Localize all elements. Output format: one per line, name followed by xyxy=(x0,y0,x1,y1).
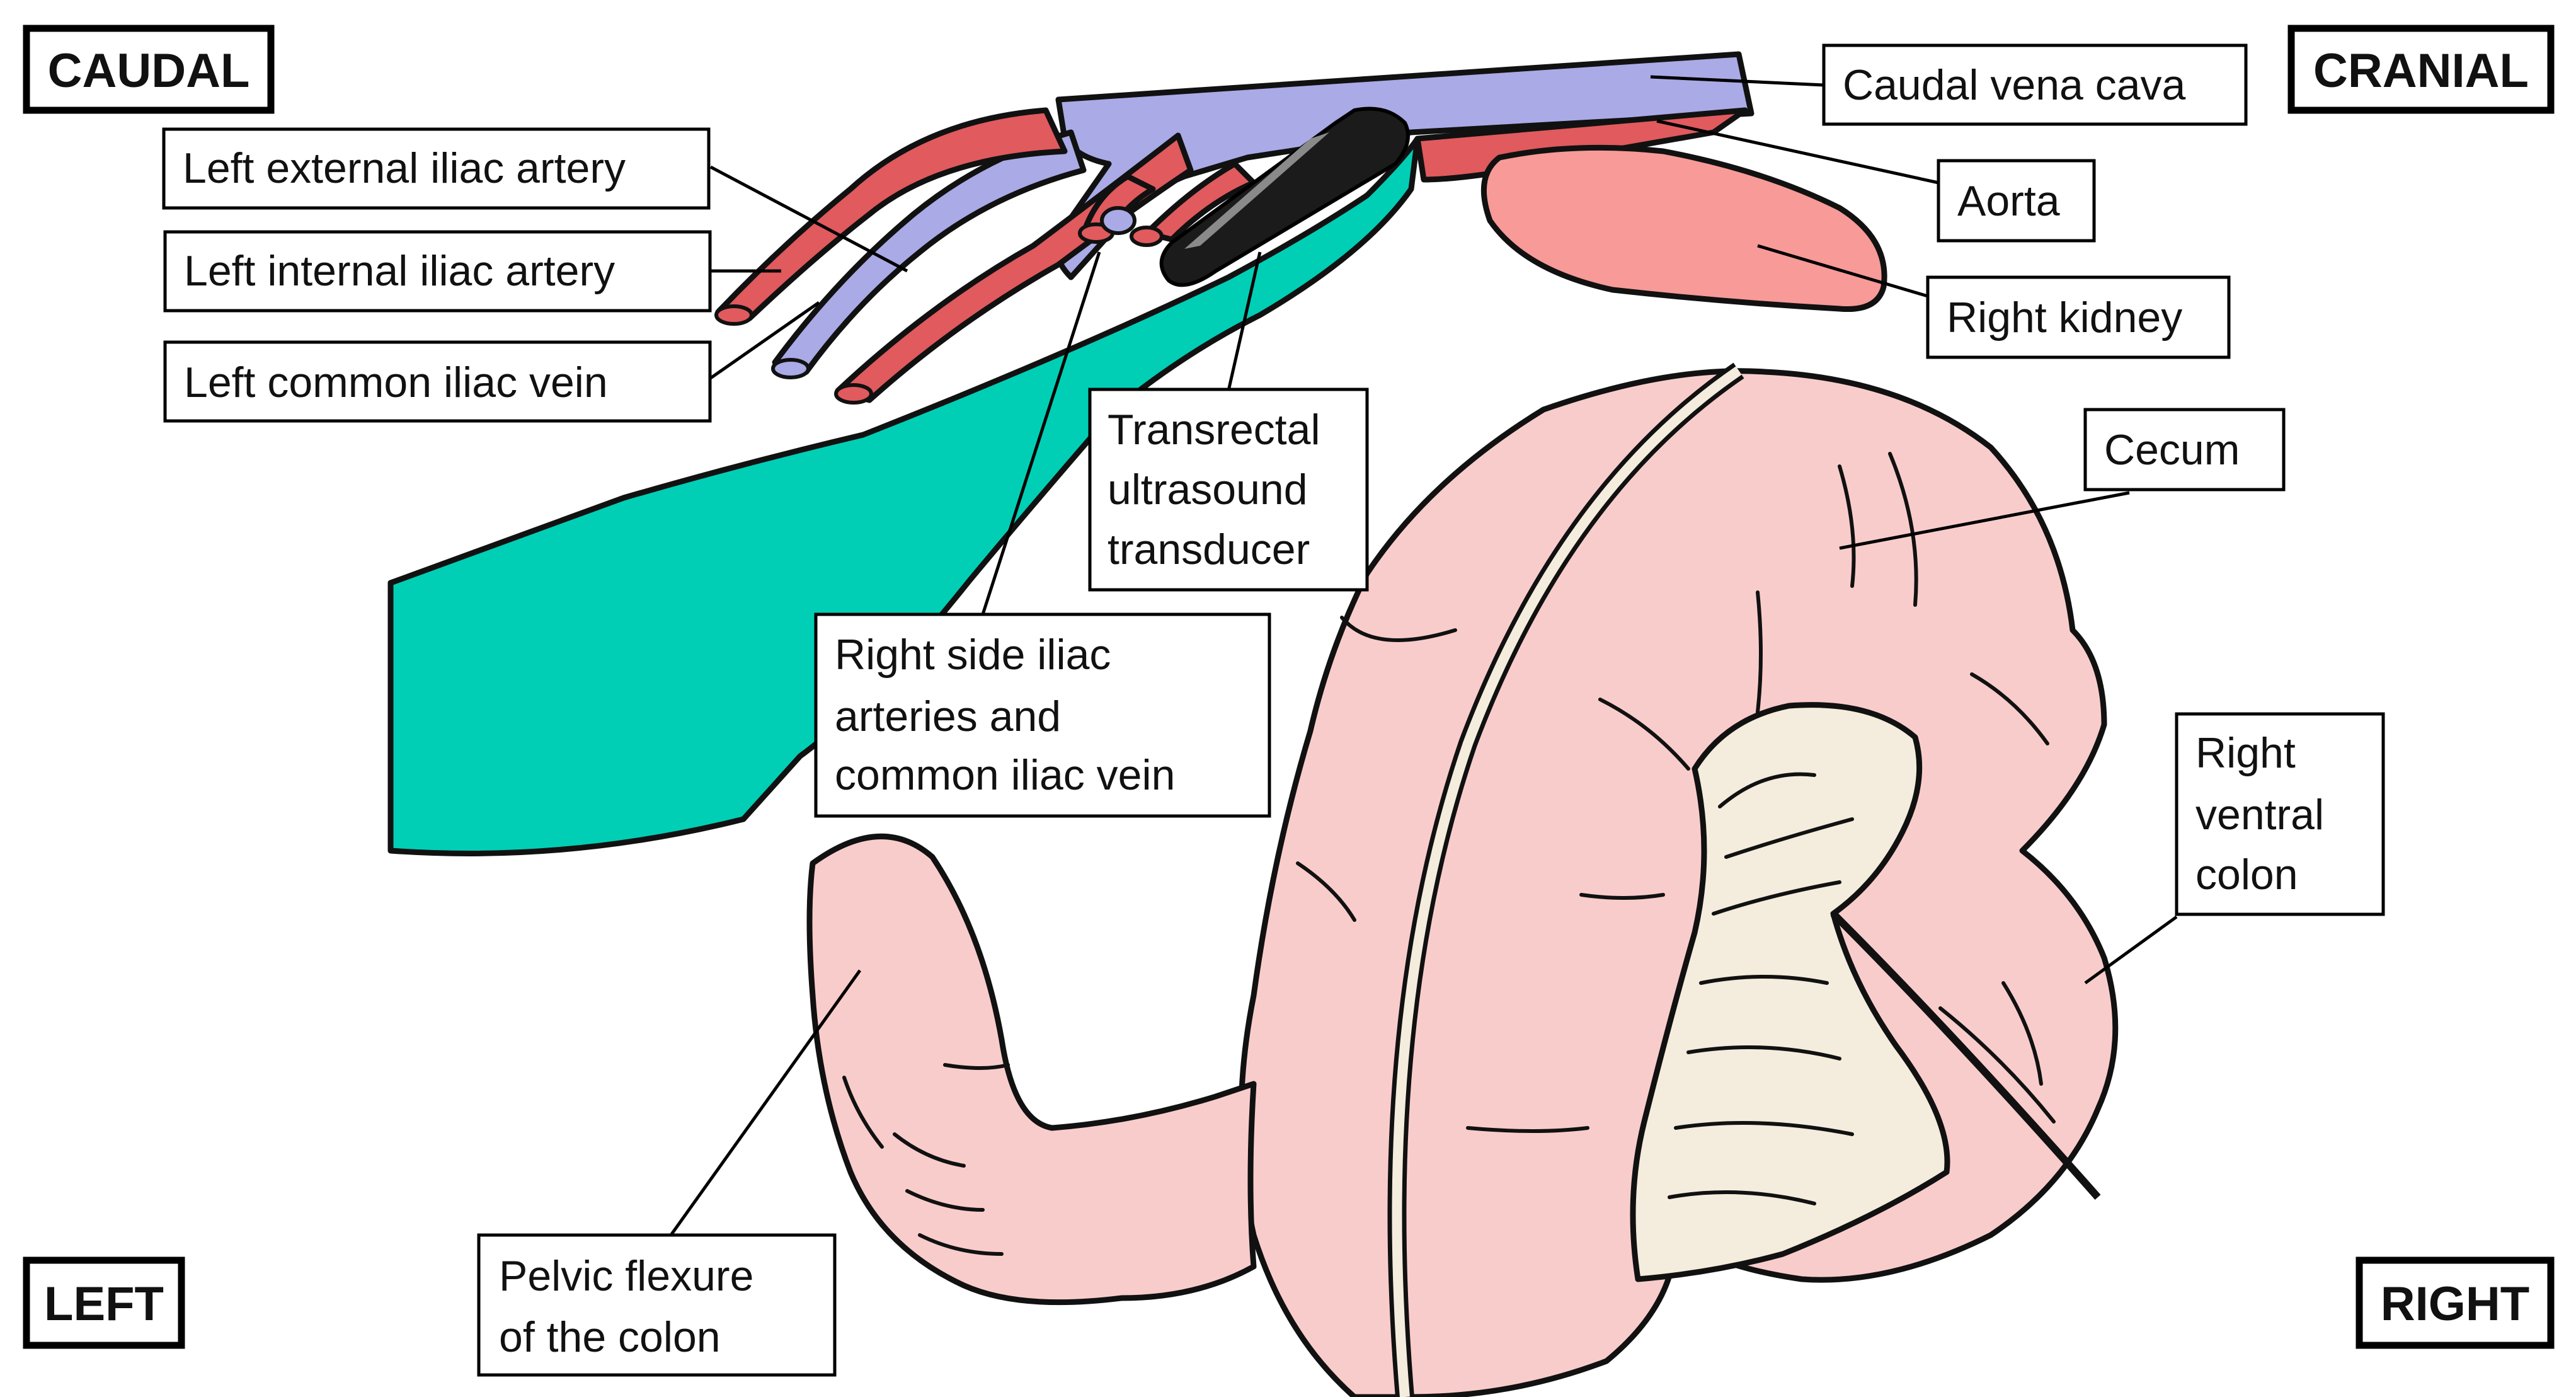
fold-line xyxy=(1724,817,1854,859)
direction-right-text: RIGHT xyxy=(2381,1277,2529,1331)
vessel-lumen xyxy=(834,383,873,405)
direction-right: RIGHT xyxy=(2356,1256,2555,1349)
right-kidney xyxy=(1480,144,1887,313)
direction-left: LEFT xyxy=(23,1256,185,1349)
fold-line xyxy=(1712,880,1841,916)
label-pelvic-flexure: Pelvic flexure of the colon xyxy=(477,1233,837,1377)
label-left-common-iliac-vein-text: Left common iliac vein xyxy=(184,359,608,406)
label-right-side-iliac-line-2: arteries and xyxy=(835,693,1061,740)
leader-line xyxy=(709,301,820,380)
fold-line xyxy=(2001,981,2043,1086)
fold-line xyxy=(842,1076,884,1149)
label-aorta-text: Aorta xyxy=(1957,177,2060,225)
fold-line xyxy=(1579,893,1665,900)
fold-line xyxy=(918,1233,1004,1256)
fold-line xyxy=(1970,672,2049,745)
label-left-external-iliac-artery-text: Left external iliac artery xyxy=(183,144,626,192)
leader-line xyxy=(1839,491,2130,550)
leader-line xyxy=(1227,251,1262,391)
fold-line xyxy=(1686,1045,1841,1061)
label-transrectal-ultrasound-transducer: Transrectal ultrasound transducer xyxy=(1088,388,1369,592)
label-right-kidney: Right kidney xyxy=(1926,275,2231,359)
direction-caudal: CAUDAL xyxy=(23,25,275,114)
fold-line xyxy=(905,1189,985,1212)
label-left-internal-iliac-artery-text: Left internal iliac artery xyxy=(184,247,615,295)
leader-line xyxy=(1650,75,1824,87)
label-left-common-iliac-vein: Left common iliac vein xyxy=(163,340,712,423)
vessel-lumen xyxy=(714,304,753,326)
fold-line xyxy=(1756,590,1763,714)
fold-line xyxy=(1668,1190,1816,1205)
label-cecum-text: Cecum xyxy=(2104,426,2240,474)
label-transducer-line-1: Transrectal xyxy=(1108,406,1320,454)
label-caudal-vena-cava: Caudal vena cava xyxy=(1822,43,2248,126)
label-right-side-iliac-line-1: Right side iliac xyxy=(835,631,1111,679)
leader-line xyxy=(1656,119,1939,185)
direction-cranial-text: CRANIAL xyxy=(2313,44,2529,98)
direction-caudal-text: CAUDAL xyxy=(48,44,250,98)
cecal-mesentery xyxy=(1630,702,1950,1282)
vessel-lumen xyxy=(1100,206,1136,235)
fold-line xyxy=(1838,464,1856,588)
label-right-ventral-colon-line-1: Right xyxy=(2195,729,2296,777)
label-transducer-line-2: ultrasound xyxy=(1108,466,1308,514)
leader-line xyxy=(2084,915,2178,985)
transducer-probe xyxy=(1159,106,1410,287)
fold-line xyxy=(1938,1006,2056,1124)
fold-line xyxy=(1888,452,1918,607)
leader-line xyxy=(981,251,1101,615)
leader-line xyxy=(669,969,862,1236)
label-right-kidney-text: Right kidney xyxy=(1947,294,2182,342)
label-right-ventral-colon-line-3: colon xyxy=(2195,851,2298,899)
cecum-seam-inner xyxy=(1392,366,1742,1397)
pelvic-flexure xyxy=(806,833,1257,1306)
leader-line xyxy=(1757,244,1928,298)
fold-line xyxy=(1340,616,1457,642)
fold-line xyxy=(893,1132,966,1168)
mesentery-edge xyxy=(1830,911,2101,1200)
direction-cranial: CRANIAL xyxy=(2287,25,2555,114)
label-right-ventral-colon: Right ventral colon xyxy=(2175,712,2385,916)
label-transducer-line-3: transducer xyxy=(1108,526,1310,573)
label-right-ventral-colon-line-2: ventral xyxy=(2195,791,2324,839)
fold-line xyxy=(1699,975,1829,985)
vessel-lumen xyxy=(771,358,810,379)
label-right-side-iliac-vessels: Right side iliac arteries and common ili… xyxy=(814,612,1271,818)
vessel-lumen xyxy=(1130,226,1164,247)
label-pelvic-flexure-line-2: of the colon xyxy=(499,1313,721,1361)
label-right-side-iliac-line-3: common iliac vein xyxy=(835,751,1175,799)
fold-line xyxy=(1466,1126,1589,1133)
label-cecum: Cecum xyxy=(2083,408,2286,492)
direction-left-text: LEFT xyxy=(44,1277,164,1331)
fold-line xyxy=(1718,772,1816,808)
label-pelvic-flexure-line-1: Pelvic flexure xyxy=(499,1252,753,1300)
label-caudal-vena-cava-text: Caudal vena cava xyxy=(1843,61,2186,109)
fold-line xyxy=(1674,1121,1854,1136)
label-left-internal-iliac-artery: Left internal iliac artery xyxy=(163,230,712,313)
leader-line xyxy=(709,165,908,273)
transducer-highlight xyxy=(1184,132,1329,249)
fold-line xyxy=(1296,861,1356,922)
fold-line xyxy=(1598,698,1690,771)
label-left-external-iliac-artery: Left external iliac artery xyxy=(162,127,711,210)
fold-line xyxy=(943,1063,1010,1070)
label-aorta: Aorta xyxy=(1937,159,2096,243)
